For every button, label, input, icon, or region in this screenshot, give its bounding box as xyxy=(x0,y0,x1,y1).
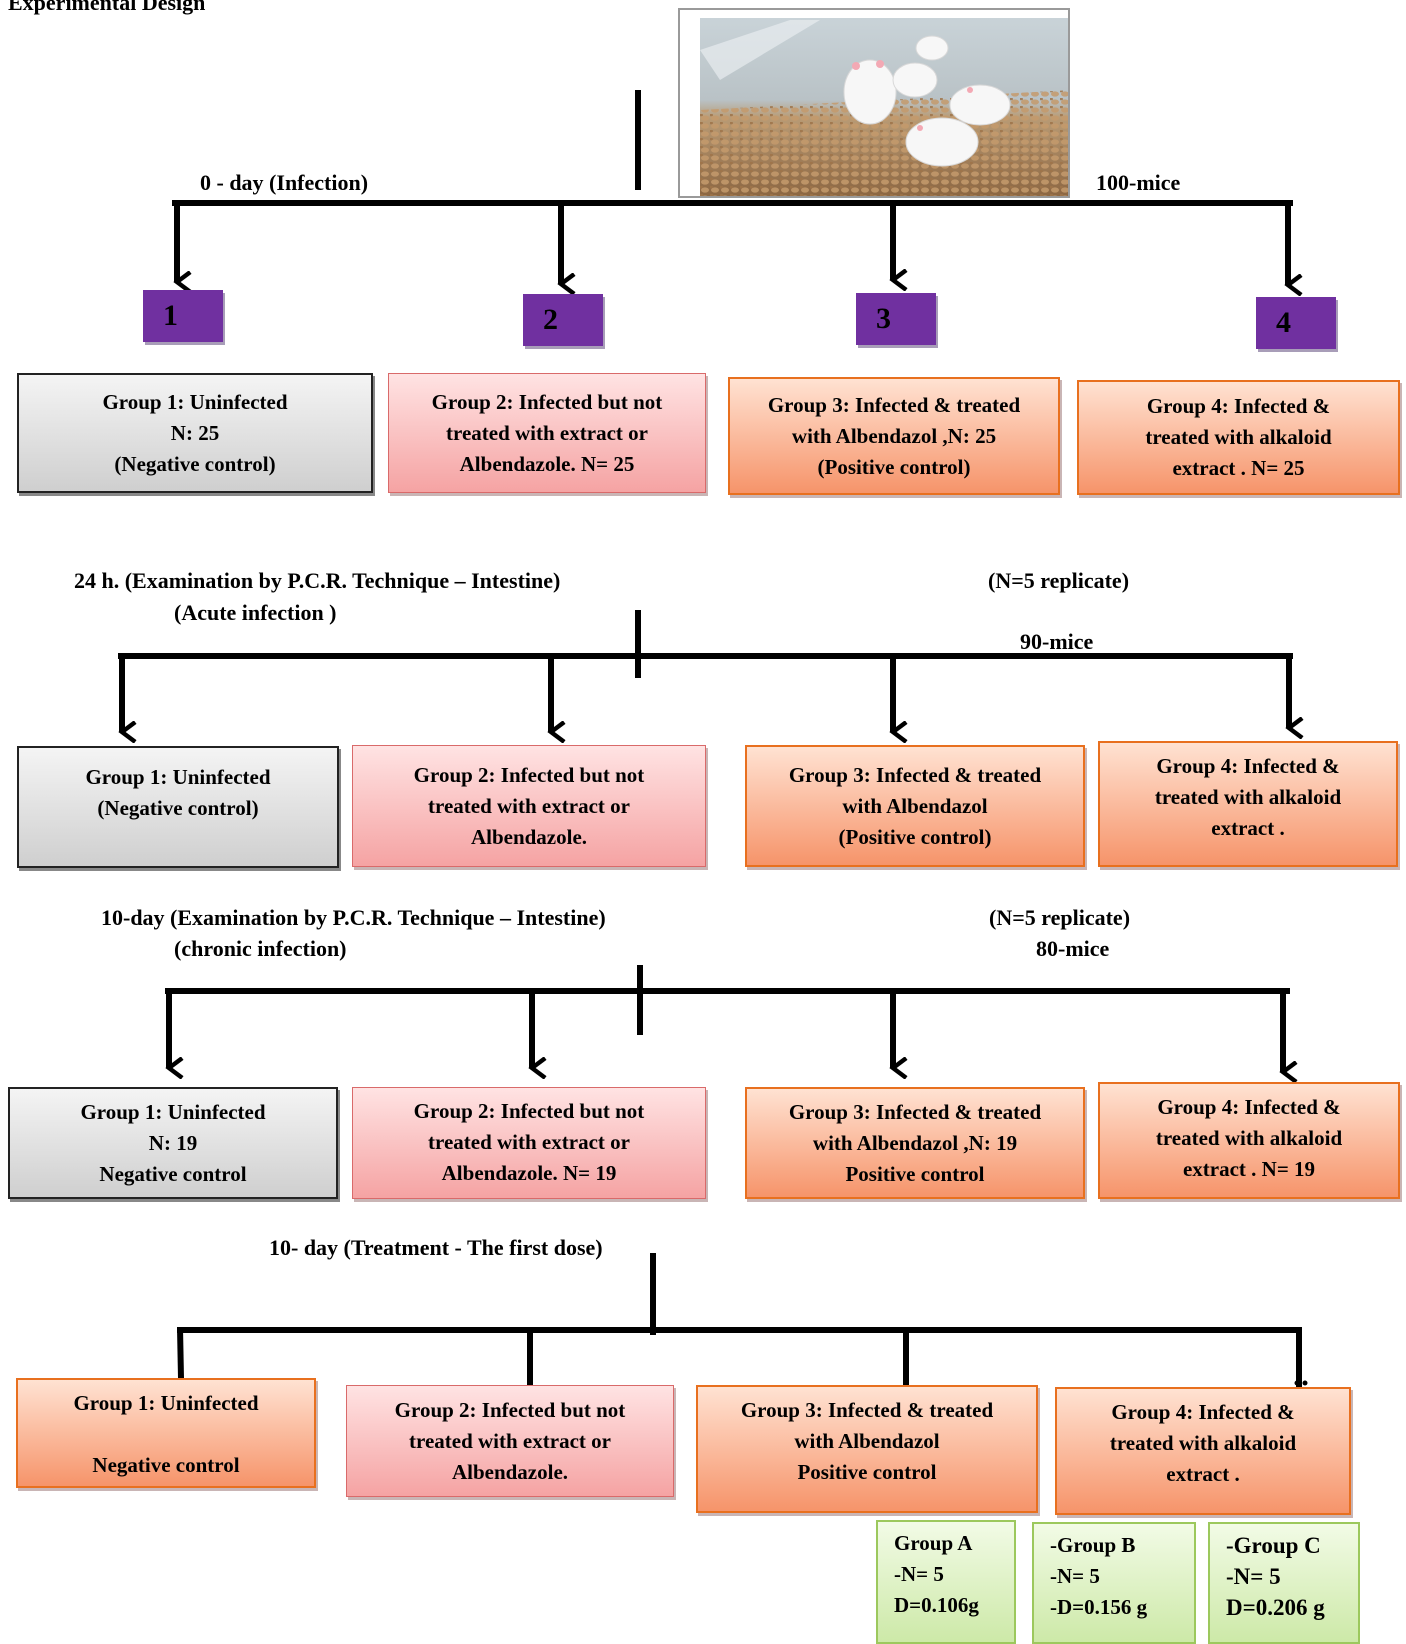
box-line: Group 1: Uninfected xyxy=(102,389,288,414)
box-line: with Albendazol ,N: 19 xyxy=(812,1131,1018,1155)
box-line: (Positive control) xyxy=(817,454,971,479)
stage2-subtitle: (Acute infection ) xyxy=(174,600,337,625)
box-line: Group 4: Infected & xyxy=(1111,1400,1295,1424)
stage3-group3-box: Group 3: Infected & treated with Albenda… xyxy=(745,1087,1085,1199)
stage2-replicate: (N=5 replicate) xyxy=(988,568,1130,593)
subgroup-b-box: -Group B -N= 5 -D=0.156 g xyxy=(1032,1522,1196,1644)
box-line: treated with extract or xyxy=(409,1428,611,1453)
box-line: -Group C xyxy=(1226,1533,1321,1558)
stage2-title: 24 h. (Examination by P.C.R. Technique –… xyxy=(74,568,561,593)
box-line: Group 2: Infected but not xyxy=(394,1397,626,1422)
group-number-3: 3 xyxy=(856,293,936,345)
box-line: Positive control xyxy=(845,1162,985,1186)
box-line: -N= 5 xyxy=(894,1562,944,1586)
stage1-group2-box: Group 2: Infected but not treated with e… xyxy=(388,373,706,493)
box-line: Group 4: Infected & xyxy=(1156,754,1340,778)
stage4-group4-box: Group 4: Infected & treated with alkaloi… xyxy=(1055,1387,1351,1515)
box-line: Negative control xyxy=(99,1162,247,1186)
box-line: Group 2: Infected but not xyxy=(413,1099,645,1123)
box-line: Group 1: Uninfected xyxy=(80,1100,266,1124)
stage4-group1-box: Group 1: Uninfected Negative control xyxy=(16,1378,316,1488)
total-mice-label: 100-mice xyxy=(1096,170,1181,195)
box-line: treated with alkaloid xyxy=(1109,1431,1297,1455)
stage2-group4-box: Group 4: Infected & treated with alkaloi… xyxy=(1098,741,1398,867)
box-line: Group 1: Uninfected xyxy=(85,765,271,789)
box-line: Albendazole. xyxy=(470,824,588,849)
stage4-title: 10- day (Treatment - The first dose) xyxy=(269,1235,603,1260)
box-line: treated with alkaloid xyxy=(1145,425,1332,449)
box-line: -D=0.156 g xyxy=(1050,1595,1148,1619)
box-line: Group A xyxy=(894,1531,973,1555)
stage3-group4-box: Group 4: Infected & treated with alkaloi… xyxy=(1098,1082,1400,1199)
box-line: treated with alkaloid xyxy=(1154,785,1342,809)
box-line: Negative control xyxy=(92,1453,240,1477)
box-line: Group 3: Infected & treated xyxy=(788,762,1042,787)
box-line: Positive control xyxy=(797,1460,937,1484)
box-line: treated with extract or xyxy=(446,420,648,445)
box-line: Group 3: Infected & treated xyxy=(788,1100,1042,1124)
box-line: Albendazole. N= 25 xyxy=(459,451,635,476)
box-line: -Group B xyxy=(1050,1533,1136,1557)
group-number-2: 2 xyxy=(523,294,603,346)
box-line: treated with extract or xyxy=(428,793,630,818)
box-line: Group 1: Uninfected xyxy=(73,1391,259,1415)
box-line: extract . N= 25 xyxy=(1172,456,1305,480)
stage3-mice: 80-mice xyxy=(1036,936,1110,961)
mice-photo xyxy=(678,8,1070,198)
box-line: N: 25 xyxy=(170,420,220,445)
subgroup-a-box: Group A -N= 5 D=0.106g xyxy=(876,1520,1016,1644)
box-line: Albendazole. N= 19 xyxy=(441,1161,617,1185)
stage3-subtitle: (chronic infection) xyxy=(174,936,347,961)
box-line: -N= 5 xyxy=(1226,1564,1281,1589)
stage2-mice: 90-mice xyxy=(1020,629,1094,654)
box-line: -N= 5 xyxy=(1050,1564,1100,1588)
box-line: (Negative control) xyxy=(114,451,276,476)
box-line: with Albendazol xyxy=(794,1429,940,1453)
box-line: D=0.106g xyxy=(894,1593,979,1617)
box-line: Group 3: Infected & treated xyxy=(767,392,1021,417)
box-line: extract . xyxy=(1166,1462,1240,1486)
stage4-group2-box: Group 2: Infected but not treated with e… xyxy=(346,1385,674,1497)
box-line: extract . xyxy=(1211,816,1285,840)
stage2-group3-box: Group 3: Infected & treated with Albenda… xyxy=(745,745,1085,867)
group-number-1: 1 xyxy=(143,290,223,342)
box-line: extract . N= 19 xyxy=(1182,1157,1316,1181)
subgroup-c-box: -Group C -N= 5 D=0.206 g xyxy=(1208,1522,1360,1644)
stage4-group3-box: Group 3: Infected & treated with Albenda… xyxy=(696,1385,1038,1513)
box-line: with Albendazol ,N: 25 xyxy=(791,423,997,448)
stage3-title: 10-day (Examination by P.C.R. Technique … xyxy=(101,905,606,930)
box-line: treated with alkaloid xyxy=(1155,1126,1343,1150)
box-line: (Positive control) xyxy=(838,824,992,849)
stage2-group1-box: Group 1: Uninfected (Negative control) xyxy=(17,746,339,868)
box-line: N: 19 xyxy=(148,1131,198,1155)
box-line: Group 2: Infected but not xyxy=(431,389,663,414)
box-line: (Negative control) xyxy=(97,796,259,820)
stage1-group4-box: Group 4: Infected & treated with alkaloi… xyxy=(1077,380,1400,495)
stage1-group1-box: Group 1: Uninfected N: 25 (Negative cont… xyxy=(17,373,373,493)
box-line: Group 4: Infected & xyxy=(1146,394,1331,418)
box-line: treated with extract or xyxy=(428,1130,630,1154)
box-line: with Albendazol xyxy=(842,793,988,818)
box-line: Group 4: Infected & xyxy=(1157,1095,1341,1119)
box-line: Group 2: Infected but not xyxy=(413,762,645,787)
box-line: D=0.206 g xyxy=(1226,1595,1325,1620)
page-heading: Experimental Design xyxy=(8,0,206,15)
stage3-group1-box: Group 1: Uninfected N: 19 Negative contr… xyxy=(8,1087,338,1199)
box-line: Group 3: Infected & treated xyxy=(740,1398,994,1422)
group-number-4: 4 xyxy=(1256,297,1336,349)
stage2-group2-box: Group 2: Infected but not treated with e… xyxy=(352,745,706,867)
box-line: Albendazole. xyxy=(451,1459,569,1484)
stage3-replicate: (N=5 replicate) xyxy=(989,905,1131,930)
stage1-title: 0 - day (Infection) xyxy=(200,170,369,195)
stage3-group2-box: Group 2: Infected but not treated with e… xyxy=(352,1087,706,1199)
stage1-group3-box: Group 3: Infected & treated with Albenda… xyxy=(728,377,1060,495)
